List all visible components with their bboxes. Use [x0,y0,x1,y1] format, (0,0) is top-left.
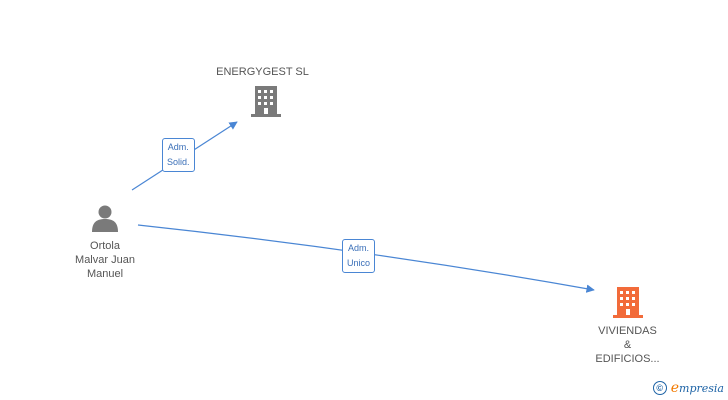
copyright-icon: © [652,381,667,395]
brand-logo-first-letter: e [670,380,680,396]
edge-label-adm-unico: Adm. Unico [342,239,376,273]
brand-logo-text: mpresia [679,382,724,395]
building-icon[interactable] [613,287,643,318]
building-icon[interactable] [251,86,281,117]
edge-label-adm-solid: Adm. Solid. [162,138,195,172]
person-icon[interactable] [92,205,118,233]
brand-logo: empresia [671,380,724,396]
person-name[interactable]: Ortola Malvar Juan Manuel [75,240,135,280]
empresia-brand[interactable]: © empresia [652,380,724,396]
company-name-viviendas[interactable]: VIVIENDAS & EDIFICIOS... [595,325,660,365]
company-name-energygest[interactable]: ENERGYGEST SL [216,66,309,78]
